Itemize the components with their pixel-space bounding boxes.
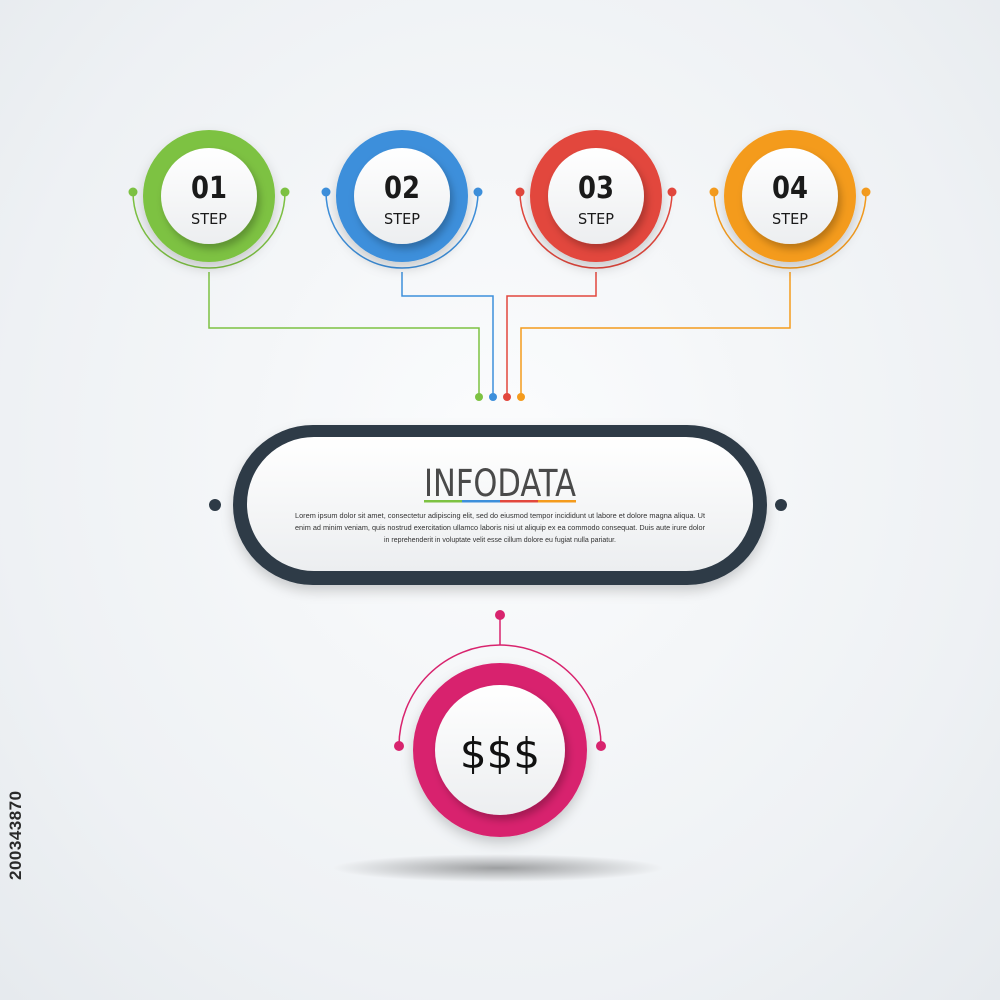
dollar-symbol: $$$ [460, 729, 540, 778]
step-4-left-dot [709, 187, 719, 197]
step-3-left-dot [515, 187, 525, 197]
info-body-line-3: in reprehenderit in voluptate velit esse… [384, 535, 616, 544]
info-left-dot [209, 499, 221, 511]
result-arc [398, 644, 602, 747]
step-1-right-dot [280, 187, 290, 197]
step-3-right-dot [667, 187, 677, 197]
result-node: $$$ [333, 610, 663, 882]
step-3-label: STEP [578, 210, 614, 228]
step-4-right-dot [861, 187, 871, 197]
step-2-number: 02 [384, 171, 420, 206]
result-right-dot [596, 741, 606, 751]
step-2-inner [354, 148, 450, 244]
info-right-dot [775, 499, 787, 511]
step-2-wire-dot [489, 393, 497, 401]
step-connectors [132, 191, 867, 401]
step-1-wire [208, 272, 480, 395]
step-1-label: STEP [191, 210, 227, 228]
info-body-line-1: Lorem ipsum dolor sit amet, consectetur … [295, 511, 706, 520]
step-4-number: 04 [772, 171, 808, 206]
step-2-wire [401, 272, 494, 395]
step-2-right-dot [473, 187, 483, 197]
step-1-arc [132, 191, 286, 269]
result-top-dot [495, 610, 505, 620]
step-3-wire [506, 272, 597, 395]
step-4-wire-dot [517, 393, 525, 401]
step-1-number: 01 [191, 171, 227, 206]
step-2-left-dot [321, 187, 331, 197]
step-3-number: 03 [578, 171, 614, 206]
step-3-arc [519, 191, 673, 269]
result-inner [435, 685, 565, 815]
step-4-label: STEP [772, 210, 808, 228]
step-1-inner [161, 148, 257, 244]
step-2-label: STEP [384, 210, 420, 228]
step-4-arc [713, 191, 867, 269]
info-body-line-2: enim ad minim veniam, quis nostrud exerc… [295, 523, 705, 532]
stock-id-label: 200343870 [6, 790, 25, 880]
step-1-wire-dot [475, 393, 483, 401]
step-3-wire-dot [503, 393, 511, 401]
step-1-left-dot [128, 187, 138, 197]
step-2-arc [325, 191, 479, 269]
info-box: INFODATA Lorem ipsum dolor sit amet, con… [209, 425, 787, 585]
step-4-inner [742, 148, 838, 244]
title-underline [424, 500, 576, 503]
info-panel [247, 437, 753, 571]
result-left-dot [394, 741, 404, 751]
info-title: INFODATA [424, 462, 576, 505]
ground-shadow [333, 854, 663, 882]
step-4-wire [520, 272, 791, 395]
step-3-inner [548, 148, 644, 244]
